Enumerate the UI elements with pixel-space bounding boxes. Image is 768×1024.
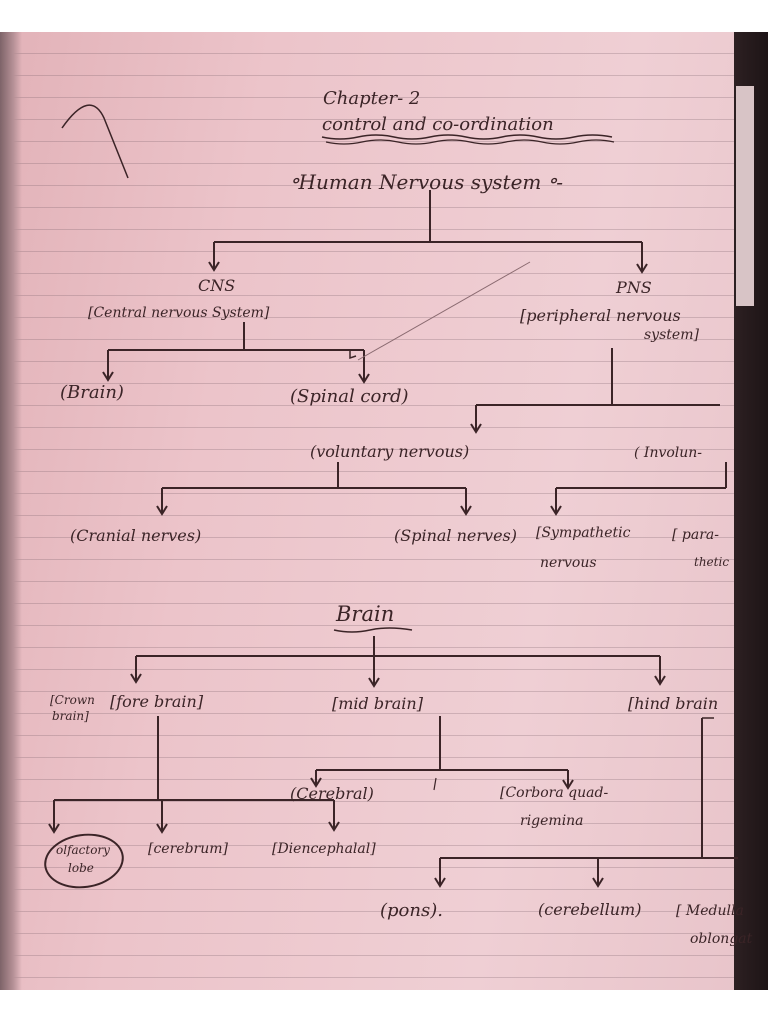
node-fore-brain: [fore brain] bbox=[110, 692, 204, 711]
title-underline bbox=[321, 134, 613, 140]
brain-underline bbox=[333, 627, 413, 633]
chapter-title: control and co-ordination bbox=[322, 114, 554, 135]
node-cns: CNS bbox=[198, 276, 236, 295]
node-corpora-quadrigemina: [Corbora quad- bbox=[500, 785, 609, 801]
node-pns: PNS bbox=[616, 278, 652, 297]
node-parasympathetic-cont: thetic bbox=[694, 555, 730, 569]
underlying-page-edge bbox=[736, 86, 754, 306]
node-corpora-quadrigemina-cont: rigemina bbox=[520, 813, 584, 829]
node-mid-brain: [mid brain] bbox=[332, 694, 423, 713]
node-cerebellum: (cerebellum) bbox=[538, 900, 642, 919]
section-heading: ॰Human Nervous system ॰- bbox=[290, 170, 564, 194]
node-cns-full: [Central nervous System] bbox=[88, 305, 270, 321]
node-crown-brain: [Crown bbox=[50, 693, 95, 707]
node-medulla-cont: oblongat bbox=[690, 931, 753, 947]
node-spinal-cord: (Spinal cord) bbox=[290, 386, 409, 407]
corner-doodle bbox=[61, 104, 129, 179]
node-olfactory-lobe: olfactory bbox=[56, 843, 110, 857]
node-cranial-nerves: (Cranial nerves) bbox=[70, 526, 202, 545]
brain-heading: Brain bbox=[336, 602, 395, 626]
photo-border bbox=[0, 990, 768, 1024]
node-parasympathetic: [ para- bbox=[672, 527, 719, 543]
node-hind-brain: [hind brain bbox=[628, 694, 719, 713]
node-pns-full-cont: system] bbox=[644, 327, 699, 343]
node-voluntary: (voluntary nervous) bbox=[310, 442, 470, 461]
node-spinal-nerves: (Spinal nerves) bbox=[394, 526, 517, 545]
node-brain: (Brain) bbox=[60, 382, 124, 403]
node-pons: (pons). bbox=[380, 900, 443, 921]
node-pns-full: [peripheral nervous bbox=[520, 306, 681, 325]
node-cerebral: (Cerebral) bbox=[290, 784, 374, 803]
node-sympathetic: [Sympathetic bbox=[536, 525, 631, 541]
node-sympathetic-cont: nervous bbox=[540, 555, 597, 571]
node-cerebrum: [cerebrum] bbox=[148, 841, 228, 857]
chapter-label: Chapter- 2 bbox=[323, 88, 421, 109]
node-medulla: [ Medulla bbox=[676, 903, 744, 919]
node-crown-brain-cont: brain] bbox=[52, 709, 89, 723]
node-olfactory-lobe-cont: lobe bbox=[68, 861, 94, 875]
node-diencephalon: [Diencephalal] bbox=[272, 841, 376, 857]
page-binding-shadow bbox=[0, 32, 22, 992]
node-involuntary: ( Involun- bbox=[634, 445, 703, 461]
notebook-page bbox=[0, 32, 748, 992]
